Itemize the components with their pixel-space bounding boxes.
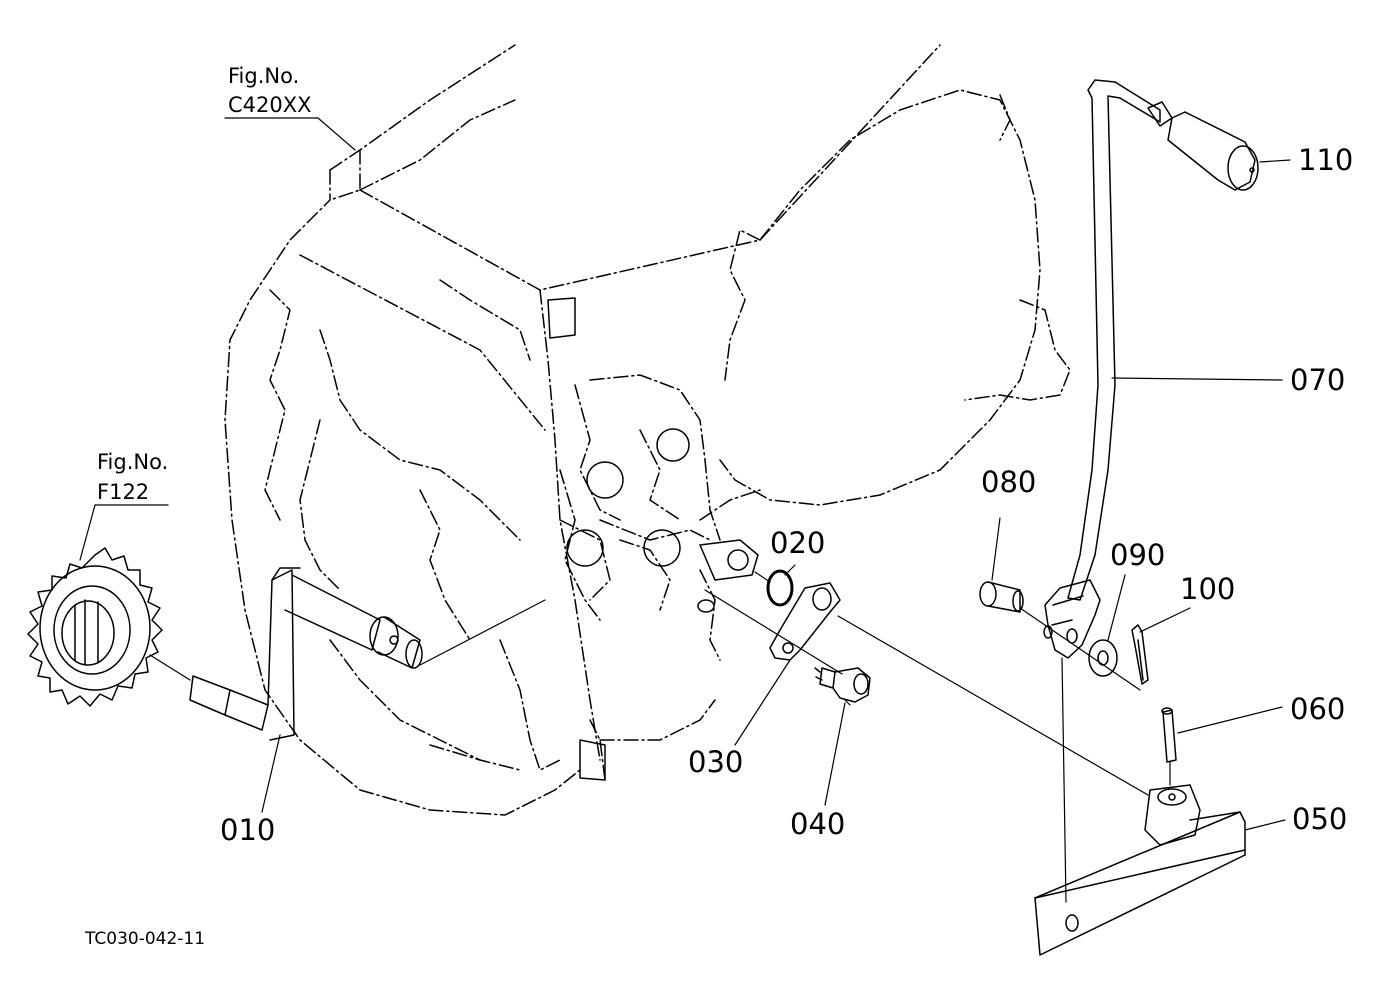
part-030-arm	[769, 582, 841, 661]
fig-ref-2-line2: F122	[97, 480, 149, 504]
part-070-lever-rod	[1043, 79, 1161, 659]
part-label-100: 100	[1180, 572, 1235, 606]
part-label-060: 060	[1290, 692, 1345, 726]
part-040-bolt	[814, 667, 871, 703]
part-numbers: 010 020 030 040 050 060 070 080 090 100 …	[220, 143, 1353, 847]
part-label-090: 090	[1110, 538, 1165, 572]
assembly-lines	[149, 571, 1171, 903]
part-020-o-ring	[766, 569, 794, 607]
leader-lines	[79, 117, 1291, 831]
fig-ref-2-line1: Fig.No.	[97, 450, 168, 474]
housing-features	[547, 297, 759, 781]
transmission-housing	[224, 44, 1071, 816]
gear-f122	[27, 547, 163, 707]
part-label-030: 030	[688, 745, 743, 779]
part-110-knob	[1147, 101, 1259, 191]
part-label-070: 070	[1290, 363, 1345, 397]
part-label-110: 110	[1298, 143, 1353, 177]
part-060-pin	[1161, 707, 1177, 763]
part-label-050: 050	[1292, 802, 1347, 836]
part-010-shaft-lever	[189, 567, 423, 741]
part-080-clevis-pin	[979, 581, 1024, 613]
part-label-020: 020	[770, 526, 825, 560]
part-100-cotter-pin	[1131, 624, 1149, 685]
figure-references: Fig.No. C420XX Fig.No. F122	[97, 64, 312, 504]
part-050-bracket	[1034, 784, 1246, 956]
fig-ref-1-line1: Fig.No.	[228, 64, 299, 88]
fig-ref-1-line2: C420XX	[228, 93, 312, 117]
drawing-code: TC030-042-11	[84, 929, 205, 949]
part-label-040: 040	[790, 807, 845, 841]
part-label-010: 010	[220, 813, 275, 847]
part-label-080: 080	[981, 465, 1036, 499]
